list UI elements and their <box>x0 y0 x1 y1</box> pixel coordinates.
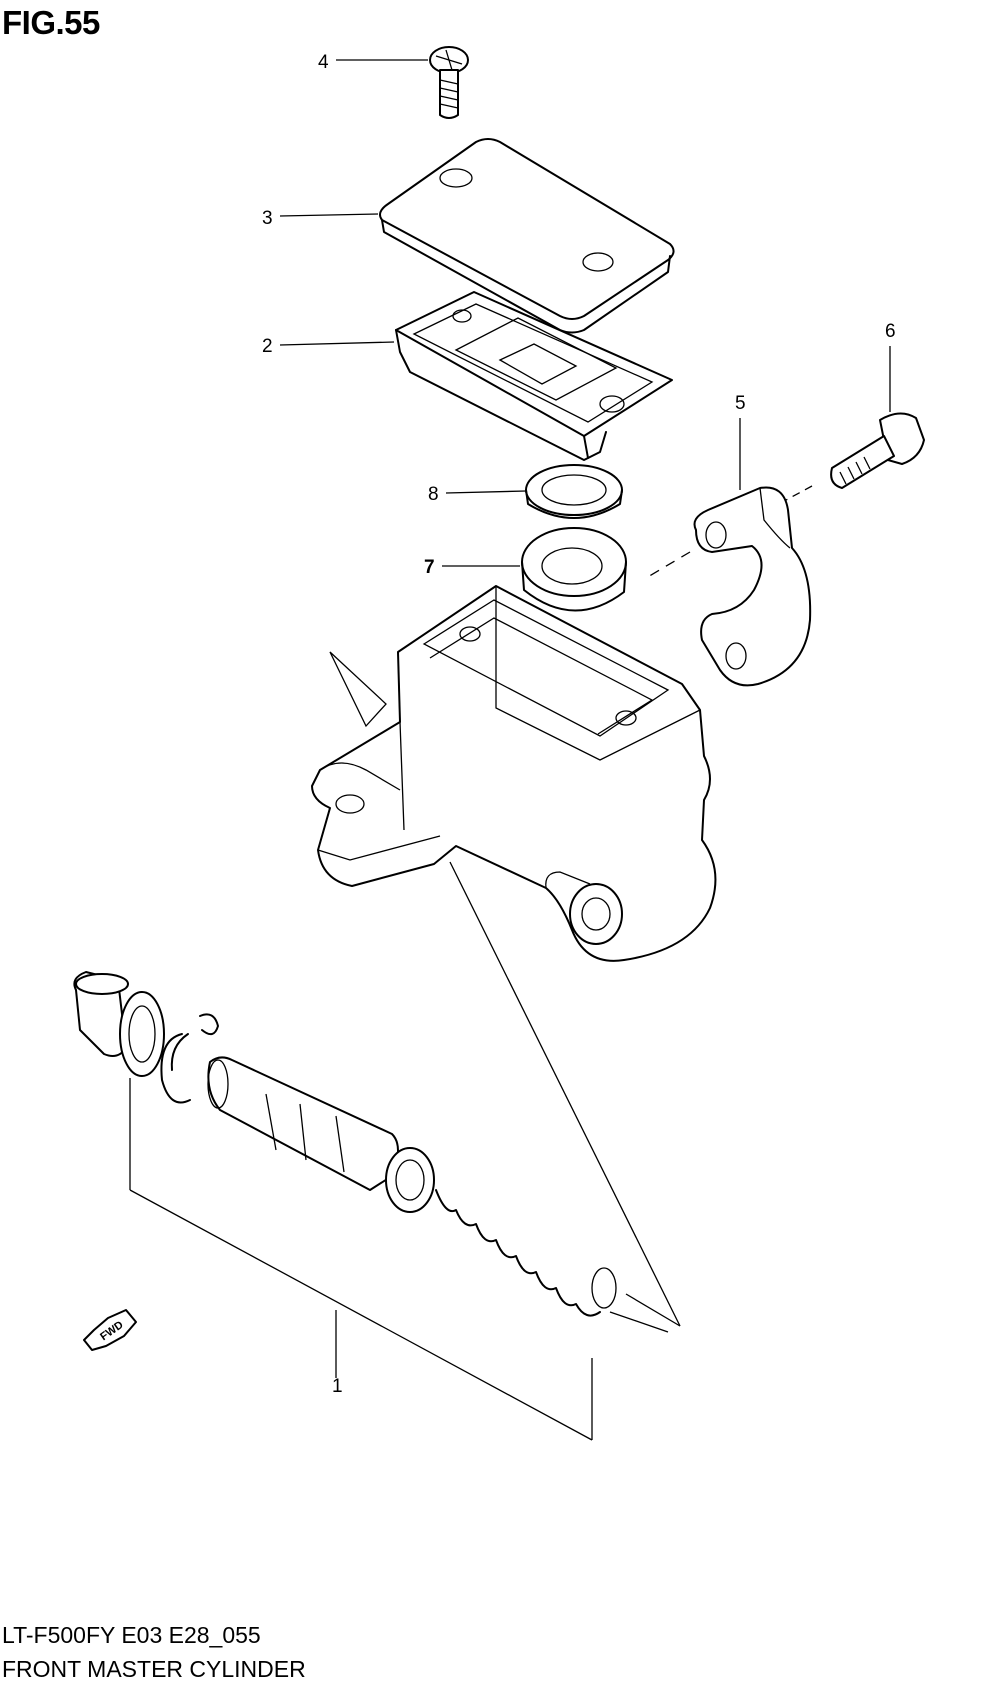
callout-label-1[interactable]: 1 <box>332 1376 343 1397</box>
diaphragm-plate-part[interactable] <box>395 291 673 461</box>
figure-title: FIG.55 <box>2 4 100 41</box>
ring-seal-part[interactable] <box>525 464 623 519</box>
callout-label-7[interactable]: 7 <box>424 557 435 578</box>
callout-label-2[interactable]: 2 <box>262 336 273 357</box>
callout-label-3[interactable]: 3 <box>262 208 273 229</box>
callout-label-6[interactable]: 6 <box>885 321 896 342</box>
piston-set-part[interactable] <box>73 971 617 1317</box>
figure-name: FRONT MASTER CYLINDER <box>2 1656 306 1682</box>
master-cylinder-body-part[interactable] <box>311 585 717 962</box>
callout-label-8[interactable]: 8 <box>428 484 439 505</box>
leader-lines <box>129 59 891 1441</box>
reservoir-cap-part[interactable] <box>379 138 675 334</box>
cap-screw-part[interactable] <box>429 46 469 119</box>
model-code: LT-F500FY E03 E28_055 <box>2 1622 261 1648</box>
holder-clamp-part[interactable] <box>693 486 812 687</box>
callout-label-4[interactable]: 4 <box>318 52 329 73</box>
callout-label-5[interactable]: 5 <box>735 393 746 414</box>
assembly-guide-lines <box>329 651 681 1333</box>
clamp-bolt-part[interactable] <box>830 412 925 489</box>
diaphragm-boot-part[interactable] <box>521 527 627 612</box>
fwd-arrow-icon: FWD <box>83 1309 137 1351</box>
